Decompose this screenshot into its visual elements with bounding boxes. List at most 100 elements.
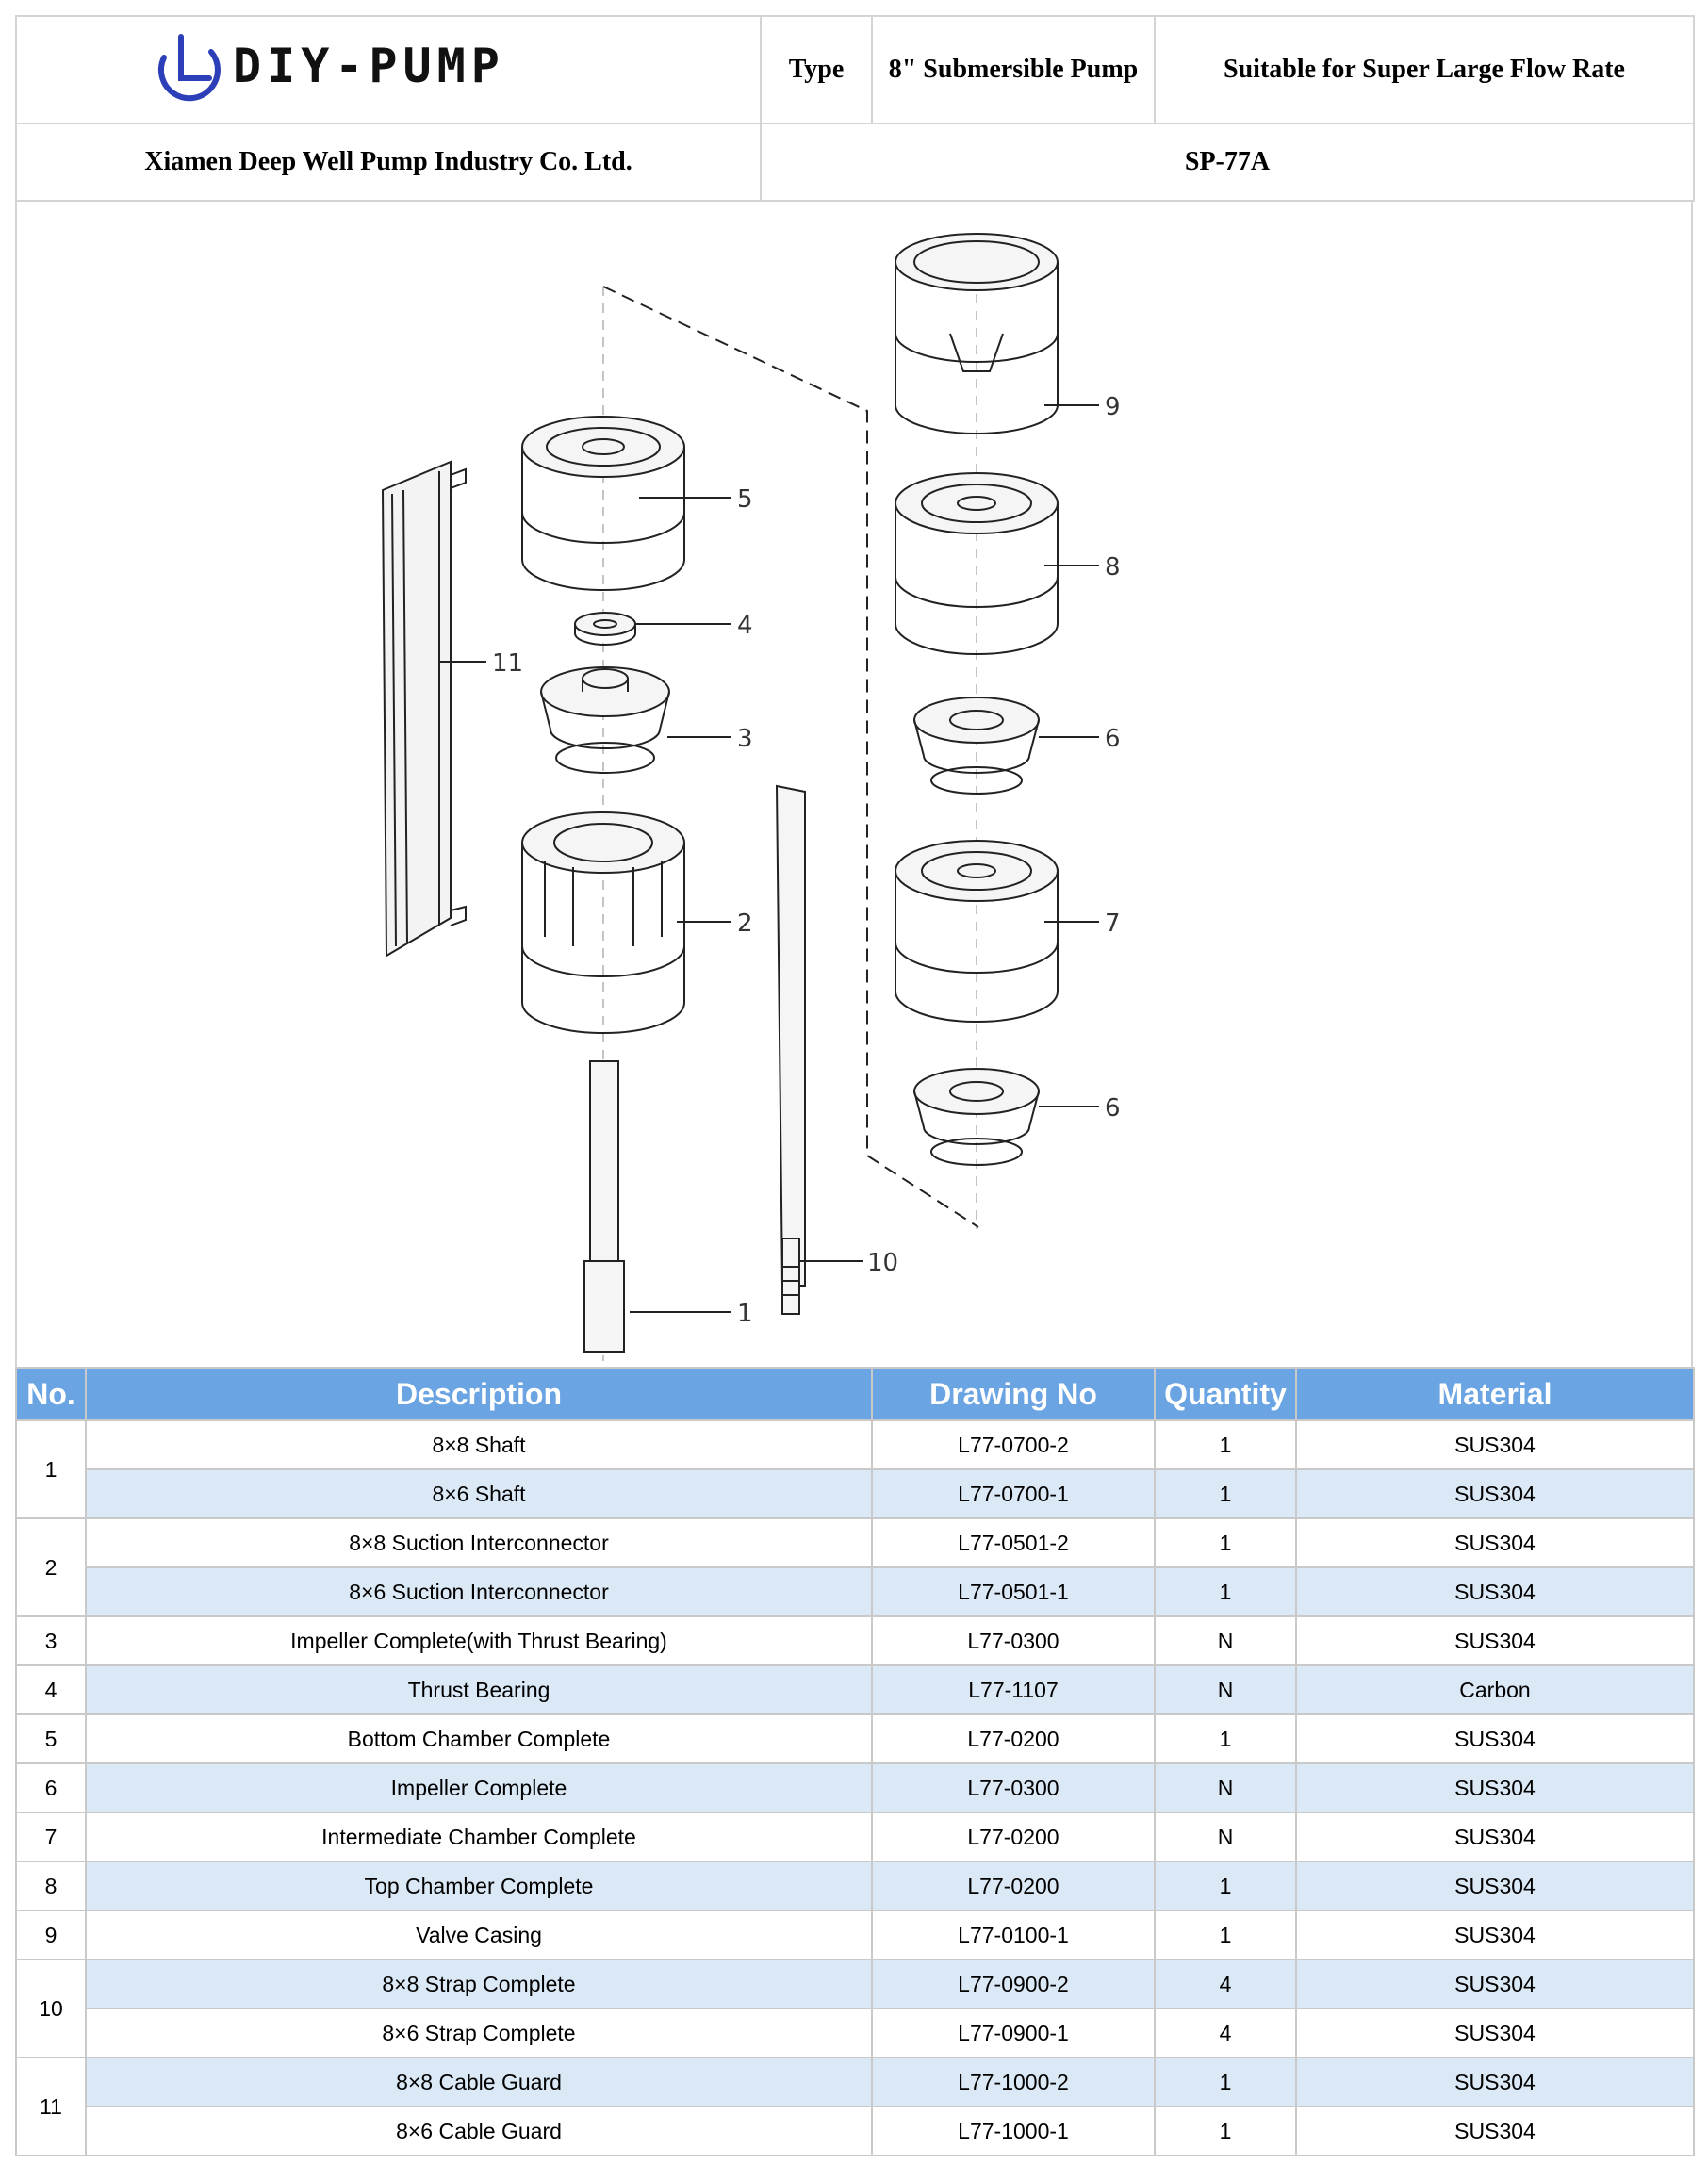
- impeller-part-3: [540, 666, 670, 774]
- row-number: 6: [15, 1762, 87, 1813]
- row-description: 8×8 Strap Complete: [85, 1959, 873, 2009]
- row-drawing-no: L77-0100-1: [871, 1910, 1156, 1960]
- intermediate-chamber-part: [895, 840, 1059, 1023]
- row-number: 10: [15, 1959, 87, 2058]
- row-quantity: N: [1154, 1615, 1297, 1666]
- model-number: SP-77A: [760, 123, 1695, 202]
- row-description: Impeller Complete(with Thrust Bearing): [85, 1615, 873, 1666]
- row-material: SUS304: [1295, 2106, 1695, 2156]
- valve-casing-part: [895, 233, 1059, 434]
- row-quantity: N: [1154, 1664, 1297, 1715]
- callout-6-lower: 6: [1105, 1094, 1121, 1123]
- row-description: 8×8 Cable Guard: [85, 2057, 873, 2107]
- row-description: 8×6 Strap Complete: [85, 2008, 873, 2058]
- row-number: 7: [15, 1812, 87, 1862]
- dashed-assembly-path: [602, 286, 979, 1228]
- callout-9: 9: [1105, 393, 1121, 421]
- row-number: 4: [15, 1664, 87, 1715]
- row-material: SUS304: [1295, 1615, 1695, 1666]
- impeller-part-6-lower: [913, 1068, 1040, 1166]
- col-header-no: No.: [15, 1367, 87, 1421]
- callout-1: 1: [737, 1300, 753, 1328]
- row-quantity: 1: [1154, 1566, 1297, 1617]
- row-drawing-no: L77-0200: [871, 1812, 1156, 1862]
- suction-interconnector-part: [521, 812, 685, 1034]
- parts-sheet: DIY-PUMP Type 8" Submersible Pump Suitab…: [15, 15, 1695, 2156]
- table-row: 6 Impeller Complete L77-0300 N SUS304: [15, 1762, 1695, 1813]
- strap-part: [775, 784, 806, 1315]
- thrust-bearing-part: [574, 612, 636, 646]
- row-drawing-no: L77-1000-1: [871, 2106, 1156, 2156]
- callout-11: 11: [492, 649, 523, 678]
- row-quantity: 1: [1154, 2057, 1297, 2107]
- row-number: 8: [15, 1861, 87, 1911]
- row-material: SUS304: [1295, 1566, 1695, 1617]
- table-row: 8×6 Shaft L77-0700-1 1 SUS304: [16, 1468, 1695, 1519]
- table-row: 10 8×8 Strap Complete L77-0900-2 4 SUS30…: [15, 1959, 1695, 2058]
- row-drawing-no: L77-0501-2: [871, 1517, 1156, 1568]
- row-drawing-no: L77-1107: [871, 1664, 1156, 1715]
- row-drawing-no: L77-0700-1: [871, 1468, 1156, 1519]
- col-header-quantity: Quantity: [1154, 1367, 1297, 1421]
- table-row: 8×6 Cable Guard L77-1000-1 1 SUS304: [16, 2106, 1695, 2156]
- row-material: SUS304: [1295, 1910, 1695, 1960]
- exploded-diagram: 1 2 3 4 5 6 6 7 8 9 10 11: [15, 202, 1693, 1367]
- row-quantity: 4: [1154, 2008, 1297, 2058]
- table-row: 3 Impeller Complete(with Thrust Bearing)…: [15, 1615, 1695, 1666]
- row-drawing-no: L77-0900-2: [871, 1959, 1156, 2009]
- row-material: SUS304: [1295, 1959, 1695, 2009]
- row-drawing-no: L77-0501-1: [871, 1566, 1156, 1617]
- row-description: Top Chamber Complete: [85, 1861, 873, 1911]
- row-description: Intermediate Chamber Complete: [85, 1812, 873, 1862]
- row-quantity: N: [1154, 1762, 1297, 1813]
- row-material: SUS304: [1295, 1468, 1695, 1519]
- company-name: Xiamen Deep Well Pump Industry Co. Ltd.: [15, 123, 762, 202]
- row-drawing-no: L77-0900-1: [871, 2008, 1156, 2058]
- row-drawing-no: L77-0200: [871, 1713, 1156, 1764]
- row-drawing-no: L77-0300: [871, 1615, 1156, 1666]
- row-description: Bottom Chamber Complete: [85, 1713, 873, 1764]
- row-quantity: N: [1154, 1812, 1297, 1862]
- row-material: SUS304: [1295, 2008, 1695, 2058]
- diy-pump-logo: DIY-PUMP: [157, 34, 505, 102]
- row-quantity: 1: [1154, 1861, 1297, 1911]
- header-table: DIY-PUMP Type 8" Submersible Pump Suitab…: [15, 15, 1695, 202]
- row-material: SUS304: [1295, 1861, 1695, 1911]
- row-quantity: 1: [1154, 1517, 1297, 1568]
- row-description: Impeller Complete: [85, 1762, 873, 1813]
- table-row: 2 8×8 Suction Interconnector L77-0501-2 …: [15, 1517, 1695, 1617]
- row-drawing-no: L77-1000-2: [871, 2057, 1156, 2107]
- table-row: 5 Bottom Chamber Complete L77-0200 1 SUS…: [15, 1713, 1695, 1764]
- row-material: SUS304: [1295, 1812, 1695, 1862]
- col-header-material: Material: [1295, 1367, 1695, 1421]
- row-material: Carbon: [1295, 1664, 1695, 1715]
- row-quantity: 4: [1154, 1959, 1297, 2009]
- row-material: SUS304: [1295, 1762, 1695, 1813]
- row-description: 8×6 Shaft: [85, 1468, 873, 1519]
- table-row: 7 Intermediate Chamber Complete L77-0200…: [15, 1812, 1695, 1862]
- exploded-view-drawing: 1 2 3 4 5 6 6 7 8 9 10 11: [381, 233, 1121, 1361]
- callout-8: 8: [1105, 553, 1121, 582]
- table-row: 8×6 Strap Complete L77-0900-1 4 SUS304: [16, 2008, 1695, 2058]
- row-description: 8×8 Suction Interconnector: [85, 1517, 873, 1568]
- callout-3: 3: [737, 725, 753, 753]
- row-material: SUS304: [1295, 1517, 1695, 1568]
- logo-text: DIY-PUMP: [233, 39, 505, 93]
- row-quantity: 1: [1154, 2106, 1297, 2156]
- feature-text: Suitable for Super Large Flow Rate: [1154, 15, 1695, 124]
- shaft-part: [583, 1060, 625, 1352]
- row-quantity: 1: [1154, 1713, 1297, 1764]
- row-drawing-no: L77-0700-2: [871, 1419, 1156, 1470]
- row-material: SUS304: [1295, 1419, 1695, 1470]
- row-description: Valve Casing: [85, 1910, 873, 1960]
- row-quantity: 1: [1154, 1910, 1297, 1960]
- row-drawing-no: L77-0200: [871, 1861, 1156, 1911]
- row-description: 8×8 Shaft: [85, 1419, 873, 1470]
- type-label: Type: [760, 15, 873, 124]
- callout-2: 2: [737, 910, 753, 938]
- col-header-description: Description: [85, 1367, 873, 1421]
- row-description: 8×6 Cable Guard: [85, 2106, 873, 2156]
- table-row: 9 Valve Casing L77-0100-1 1 SUS304: [15, 1910, 1695, 1960]
- callout-6-upper: 6: [1105, 725, 1121, 753]
- table-row: 4 Thrust Bearing L77-1107 N Carbon: [15, 1664, 1695, 1715]
